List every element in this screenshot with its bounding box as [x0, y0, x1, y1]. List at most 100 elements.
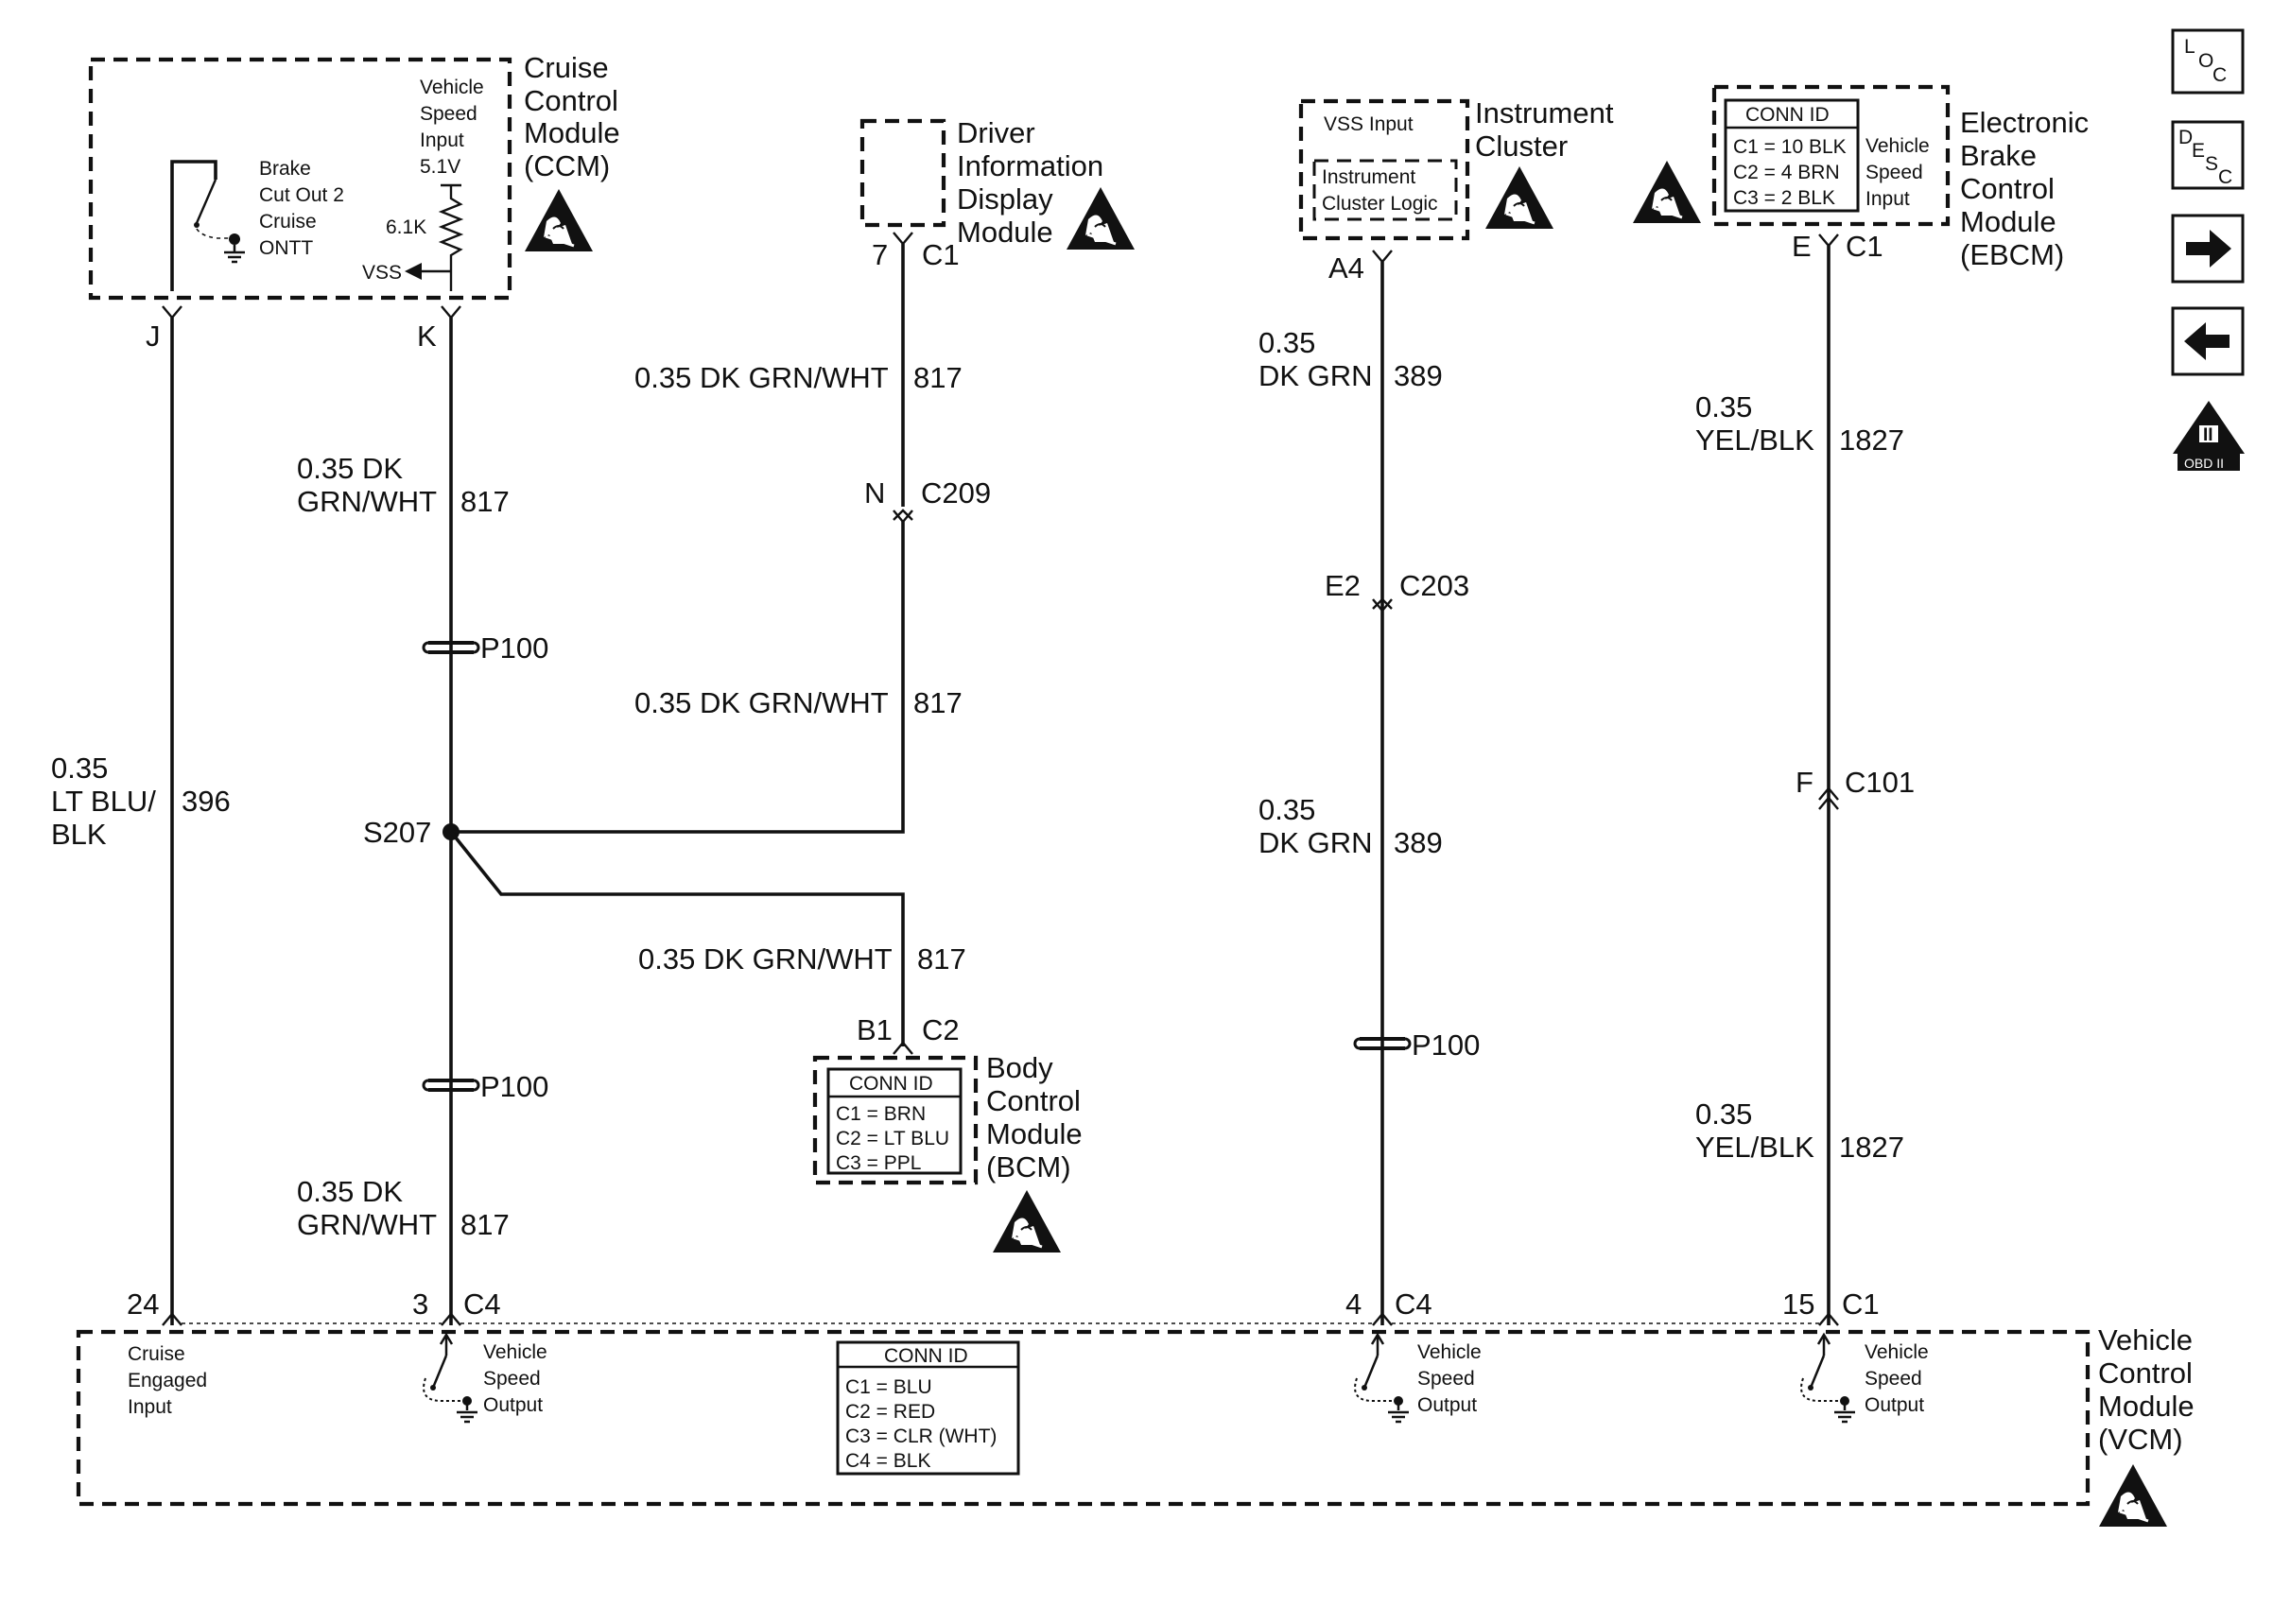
ebcm-input-label-3: Input [1865, 188, 1910, 210]
svg-text:389: 389 [1394, 826, 1443, 859]
vcm-title-4: (VCM) [2098, 1423, 2183, 1456]
ebcm-connid-row-1: C1 = 10 BLK [1733, 136, 1847, 158]
ic-logic-label-2: Cluster Logic [1322, 193, 1438, 215]
next-page-button[interactable] [2171, 214, 2245, 284]
previous-page-button[interactable] [2171, 306, 2245, 376]
wire-389-bot-label: 0.35 DK GRN 389 [1258, 793, 1443, 859]
wire-389-top-label: 0.35 DK GRN 389 [1258, 326, 1443, 392]
vcm-pin-3: 3 [412, 1287, 428, 1321]
svg-text:1827: 1827 [1839, 423, 1904, 457]
svg-text:C: C [2212, 64, 2227, 86]
wire-817-lower-label: 0.35 DK GRN/WHT 817 [297, 1175, 510, 1241]
c209-label: C209 [921, 476, 991, 510]
ccm-title-3: Module [524, 116, 620, 149]
wire-817-upper-label: 0.35 DK GRN/WHT 817 [297, 452, 510, 518]
svg-text:0.35: 0.35 [51, 752, 108, 785]
ic-title-2: Cluster [1475, 130, 1568, 163]
loc-button[interactable]: L O C [2171, 28, 2245, 95]
ccm-title-1: Cruise [524, 51, 609, 84]
svg-text:DK GRN: DK GRN [1258, 359, 1373, 392]
svg-text:0.35 DK GRN/WHT: 0.35 DK GRN/WHT [634, 361, 889, 394]
instrument-cluster-module: VSS Input Instrument Cluster Logic Instr… [1298, 96, 1614, 241]
ebcm-pin: E [1792, 230, 1812, 263]
wire-1827-bot-label: 0.35 YEL/BLK 1827 [1695, 1097, 1904, 1164]
vcm-vso-switch-a [422, 1333, 479, 1424]
ic-pin: A4 [1328, 251, 1364, 285]
vcm-cruise-engaged-2: Engaged [128, 1370, 207, 1391]
c203-label: C203 [1399, 569, 1469, 602]
ccm-pin-k: K [417, 320, 437, 353]
p100-label-c: P100 [1412, 1028, 1480, 1062]
p100-label-b: P100 [480, 1070, 548, 1103]
vcm-title-2: Control [2098, 1356, 2193, 1390]
vcm-connid-row-2: C2 = RED [845, 1401, 935, 1423]
dim-pin: 7 [872, 238, 888, 271]
bcm-conn: C2 [922, 1013, 960, 1046]
obd-ii-button[interactable]: II OBD II [2173, 401, 2245, 471]
ebcm-esd-icon-left [1631, 159, 1703, 225]
ccm-brake-label-3: Cruise [259, 211, 317, 233]
svg-text:BLK: BLK [51, 818, 107, 851]
ebcm-connid-row-3: C3 = 2 BLK [1733, 187, 1835, 209]
arrow-left-icon [2184, 322, 2230, 360]
ic-esd-icon [1484, 164, 1555, 231]
ebcm-input-label-2: Speed [1865, 162, 1923, 183]
svg-text:C: C [2218, 166, 2232, 188]
vcm-conn-c4b: C4 [1395, 1287, 1432, 1321]
vcm-vso-c-3: Output [1865, 1394, 1924, 1416]
vcm-conn-c4a: C4 [463, 1287, 501, 1321]
ebcm-conn: C1 [1846, 230, 1883, 263]
ccm-title-4: (CCM) [524, 149, 610, 182]
ebcm-connid-row-2: C2 = 4 BRN [1733, 162, 1840, 183]
vcm-connid-title: CONN ID [884, 1345, 968, 1367]
svg-text:S: S [2205, 153, 2218, 175]
ccm-vss-input-label-2: Speed [420, 103, 477, 125]
ccm-vss-label: VSS [362, 262, 402, 284]
svg-text:0.35: 0.35 [1695, 1097, 1752, 1131]
wire-396-circuit: 396 [182, 785, 231, 818]
ebcm-title-1: Electronic [1960, 106, 2089, 139]
svg-text:0.35 DK GRN/WHT: 0.35 DK GRN/WHT [634, 686, 889, 719]
vcm-vso-b-3: Output [1417, 1394, 1477, 1416]
svg-text:GRN/WHT: GRN/WHT [297, 1208, 437, 1241]
bcm-connid-row-3: C3 = PPL [836, 1152, 921, 1174]
vcm-vso-a-3: Output [483, 1394, 543, 1416]
dim-conn: C1 [922, 238, 960, 271]
bcm-title-1: Body [986, 1051, 1053, 1084]
svg-text:817: 817 [913, 361, 963, 394]
c209-pin: N [864, 476, 885, 510]
c101-label: C101 [1845, 766, 1915, 799]
svg-text:817: 817 [460, 485, 510, 518]
dim-title-2: Information [957, 149, 1103, 182]
vcm-vso-a-1: Vehicle [483, 1341, 547, 1363]
p100-label-a: P100 [480, 631, 548, 665]
s207-label: S207 [363, 816, 431, 849]
vcm-title-3: Module [2098, 1390, 2195, 1423]
vcm-vso-switch-c [1799, 1333, 1857, 1424]
desc-button[interactable]: D E S C [2171, 120, 2245, 190]
svg-text:389: 389 [1394, 359, 1443, 392]
svg-text:D: D [2178, 127, 2193, 148]
ccm-vss-input-label-3: Input [420, 130, 464, 151]
svg-text:0.35: 0.35 [1258, 326, 1315, 359]
ccm-vss-input-label-4: 5.1V [420, 156, 460, 178]
ebcm-title-4: Module [1960, 205, 2056, 238]
bcm-title-2: Control [986, 1084, 1081, 1117]
wire-396-label: 0.35 LT BLU/ BLK 396 [51, 752, 231, 851]
ccm-esd-icon [523, 187, 595, 253]
ic-vss-input-label: VSS Input [1324, 113, 1414, 135]
svg-text:YEL/BLK: YEL/BLK [1695, 423, 1814, 457]
vcm-pin-4: 4 [1345, 1287, 1362, 1321]
svg-text:0.35 DK: 0.35 DK [297, 452, 403, 485]
svg-text:DK GRN: DK GRN [1258, 826, 1373, 859]
svg-text:1827: 1827 [1839, 1131, 1904, 1164]
bcm-module: CONN ID C1 = BRN C2 = LT BLU C3 = PPL Bo… [812, 1051, 1083, 1254]
ebcm-title-3: Control [1960, 172, 2055, 205]
vcm-module: Cruise Engaged Input Vehicle Speed Outpu… [76, 1323, 2195, 1529]
ebcm-input-label-1: Vehicle [1865, 135, 1930, 157]
svg-text:O: O [2198, 50, 2213, 72]
svg-text:L: L [2184, 36, 2195, 58]
arrow-right-icon [2186, 230, 2231, 268]
ccm-brake-label-2: Cut Out 2 [259, 184, 344, 206]
ccm-title-2: Control [524, 84, 618, 117]
